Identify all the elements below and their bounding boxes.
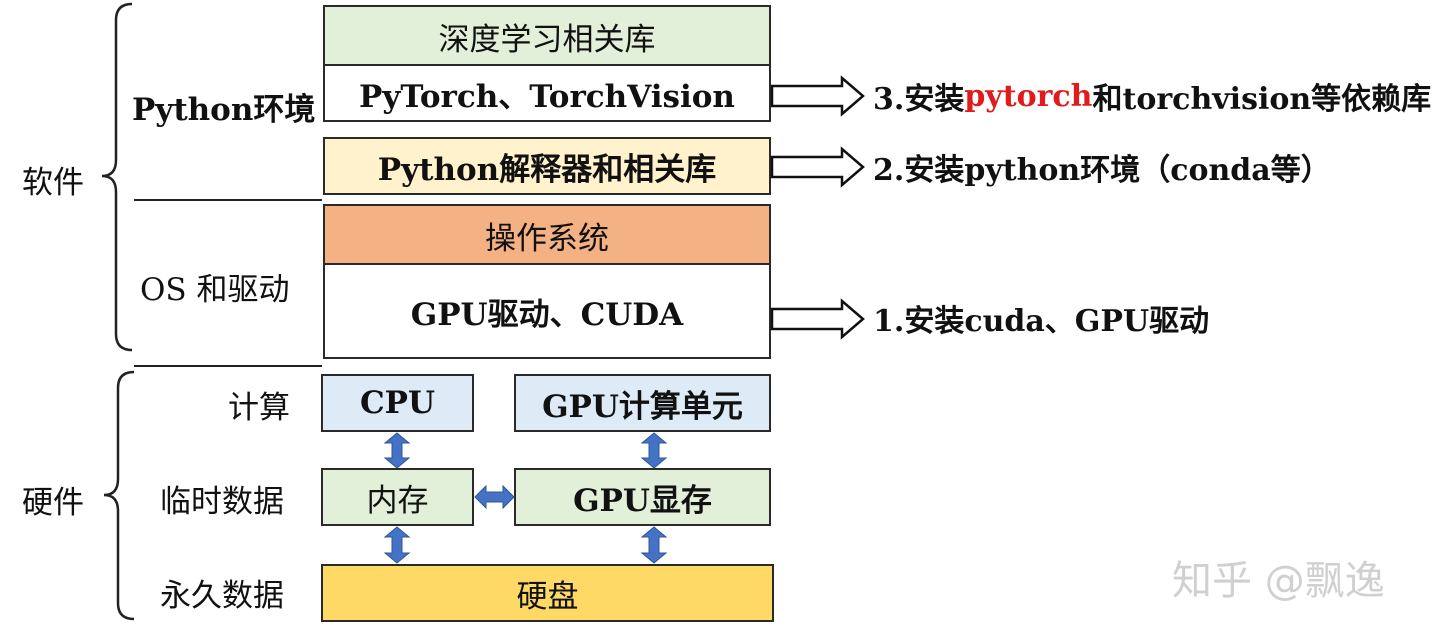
- memory-text: 内存: [366, 482, 429, 519]
- software-divider-line: [134, 199, 322, 201]
- disk-box: 硬盘: [321, 564, 774, 622]
- step1-note: 1.安装cuda、GPU驱动: [873, 296, 1209, 340]
- step2-note: 2.安装python环境（conda等）: [873, 145, 1331, 189]
- dl-libs-box: 深度学习相关库: [323, 5, 771, 65]
- compute-label: 计算: [228, 389, 290, 426]
- software-brace: [101, 2, 133, 352]
- os-text: 操作系统: [485, 220, 609, 257]
- step1-text: 1.安装cuda、GPU驱动: [873, 304, 1210, 339]
- gpu-unit-memory-arrow: [640, 432, 668, 469]
- gpu-memory-box: GPU显存: [514, 468, 771, 526]
- step3-arrow: [770, 75, 865, 117]
- watermark-text: 知乎 @飘逸: [1172, 558, 1385, 604]
- step2-text: 2.安装python环境（conda等）: [873, 153, 1331, 188]
- dl-libs-text: 深度学习相关库: [438, 21, 656, 58]
- disk-text: 硬盘: [516, 578, 579, 615]
- software-brace-label: 软件: [22, 165, 84, 201]
- gpu-compute-unit-box: GPU计算单元: [514, 374, 771, 432]
- step3-suffix: 和torchvision等依赖库: [1092, 82, 1432, 117]
- cpu-box: CPU: [321, 374, 474, 432]
- memory-box: 内存: [321, 468, 474, 526]
- hardware-divider-line: [134, 365, 322, 367]
- perm-data-label: 永久数据: [160, 577, 284, 614]
- memory-disk-arrow: [383, 526, 411, 564]
- gpu-compute-unit-text: GPU计算单元: [542, 388, 743, 425]
- os-driver-label: OS 和驱动: [140, 271, 290, 308]
- python-interpreter-text: Python解释器和相关库: [377, 151, 717, 188]
- gpu-driver-box: GPU驱动、CUDA: [323, 263, 771, 359]
- step1-arrow: [770, 298, 865, 340]
- gpu-memory-text: GPU显存: [573, 482, 712, 519]
- hardware-brace-label: 硬件: [22, 485, 84, 521]
- os-box: 操作系统: [323, 204, 771, 264]
- temp-data-label: 临时数据: [160, 483, 284, 520]
- gpu-driver-text: GPU驱动、CUDA: [410, 296, 684, 333]
- memory-gpu-memory-arrow: [474, 484, 515, 510]
- step3-highlight: pytorch: [964, 78, 1093, 114]
- gpu-memory-disk-arrow: [640, 526, 668, 564]
- pytorch-libs-box: PyTorch、TorchVision: [323, 64, 771, 122]
- python-env-label: Python环境: [132, 91, 316, 128]
- cpu-memory-arrow: [383, 432, 411, 469]
- python-interpreter-box: Python解释器和相关库: [323, 137, 771, 195]
- cpu-text: CPU: [359, 385, 436, 421]
- step3-prefix: 3.安装: [873, 82, 965, 117]
- pytorch-libs-text: PyTorch、TorchVision: [359, 78, 735, 115]
- step2-arrow: [770, 146, 865, 188]
- hardware-brace: [103, 370, 135, 621]
